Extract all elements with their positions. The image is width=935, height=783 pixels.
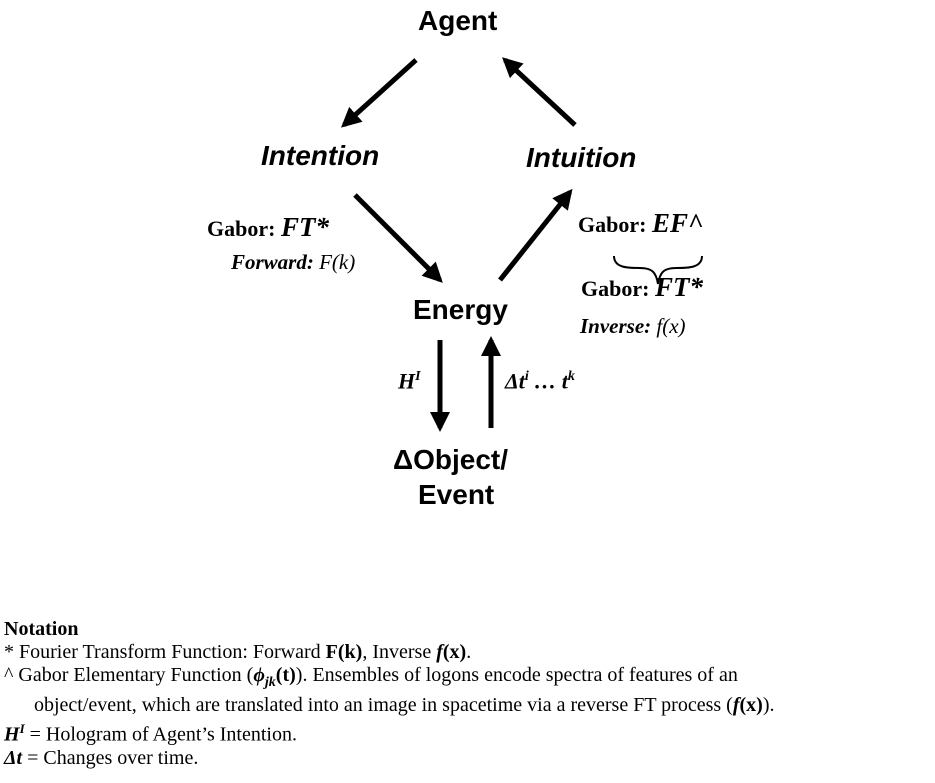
notation-gabor-phi: ϕ	[253, 664, 265, 686]
notation-line-ft: * Fourier Transform Function: Forward F(…	[4, 641, 929, 664]
notation-heading: Notation	[4, 618, 79, 640]
notation-line-delta: Δt = Changes over time.	[4, 747, 929, 770]
label-inverse-prefix: Inverse:	[580, 314, 652, 338]
label-right-gabor-prefix: Gabor:	[578, 212, 647, 237]
label-delta-t-base: Δt	[505, 368, 525, 394]
notation-hologram-sup: I	[19, 721, 25, 736]
label-delta-t-sup1: i	[524, 369, 529, 384]
notation-ft-inverse: f	[436, 641, 443, 663]
notation-object-text: object/event, which are translated into …	[34, 694, 733, 716]
node-object-line2: Event	[418, 479, 495, 510]
label-left-gabor: Gabor: FT*	[207, 214, 329, 241]
arrow-agent-to-intention	[341, 58, 418, 128]
label-right-gabor-ef: Gabor: EF^	[578, 210, 703, 237]
node-agent: Agent	[418, 5, 498, 36]
notation-ft-end: .	[466, 641, 472, 663]
brace-icon	[613, 255, 703, 285]
notation-gabor-phi-arg: (t)	[275, 664, 296, 686]
label-hologram: HI	[398, 370, 421, 392]
notation-ft-inverse-arg: (x)	[442, 641, 467, 663]
node-energy: Energy	[413, 294, 508, 325]
label-inverse: Inverse: f(x)	[580, 316, 686, 337]
label-hologram-base: H	[398, 368, 416, 394]
label-left-gabor-prefix: Gabor:	[207, 216, 276, 241]
notation-delta-base: Δt	[4, 746, 23, 769]
notation-gabor-prefix: ^ Gabor Elementary Function (	[4, 664, 254, 686]
node-intention: Intention	[261, 140, 380, 171]
notation-gabor-suffix: ). Ensembles of logons encode spectra of…	[295, 664, 738, 686]
node-intuition: Intuition	[526, 142, 637, 173]
arrow-energy-to-intuition	[498, 188, 573, 282]
label-forward-function: F(k)	[319, 250, 356, 274]
label-right-gabor2-symbol: FT*	[654, 272, 703, 302]
notation-block: Notation * Fourier Transform Function: F…	[4, 618, 929, 770]
notation-ft-mid: , Inverse	[362, 641, 437, 663]
notation-hologram-base: H	[4, 723, 20, 746]
label-right-gabor-ft: Gabor: FT*	[581, 274, 703, 301]
label-left-gabor-symbol: FT*	[280, 212, 329, 242]
label-forward-prefix: Forward:	[231, 250, 314, 274]
label-forward: Forward: F(k)	[231, 252, 355, 273]
label-inverse-function: f(x)	[656, 314, 686, 338]
notation-gabor-phi-sub: jk	[264, 675, 276, 690]
label-delta-t-sup2: k	[567, 369, 575, 384]
notation-object-f: f	[732, 694, 740, 716]
label-delta-t-mid: … t	[528, 368, 568, 394]
notation-object-f-arg: (x)	[739, 694, 763, 716]
notation-line-object: object/event, which are translated into …	[4, 694, 929, 717]
notation-hologram-text: = Hologram of Agent’s Intention.	[24, 723, 297, 746]
notation-delta-text: = Changes over time.	[22, 746, 199, 769]
label-right-gabor-symbol: EF^	[651, 208, 704, 238]
node-object-line1: ΔObject/	[393, 444, 509, 475]
arrow-intuition-to-agent	[502, 57, 577, 127]
notation-line-gabor: ^ Gabor Elementary Function (ϕjk(t)). En…	[4, 664, 929, 694]
notation-ft-prefix: * Fourier Transform Function: Forward	[4, 641, 326, 663]
label-delta-t: Δti … tk	[505, 370, 575, 392]
label-right-gabor2-prefix: Gabor:	[581, 276, 650, 301]
notation-line-hologram: HI = Hologram of Agent’s Intention.	[4, 717, 929, 747]
notation-object-end: ).	[762, 694, 775, 716]
arrow-intention-to-energy	[353, 193, 443, 283]
label-hologram-sup: I	[415, 369, 421, 384]
notation-ft-forward: F(k)	[325, 641, 363, 663]
